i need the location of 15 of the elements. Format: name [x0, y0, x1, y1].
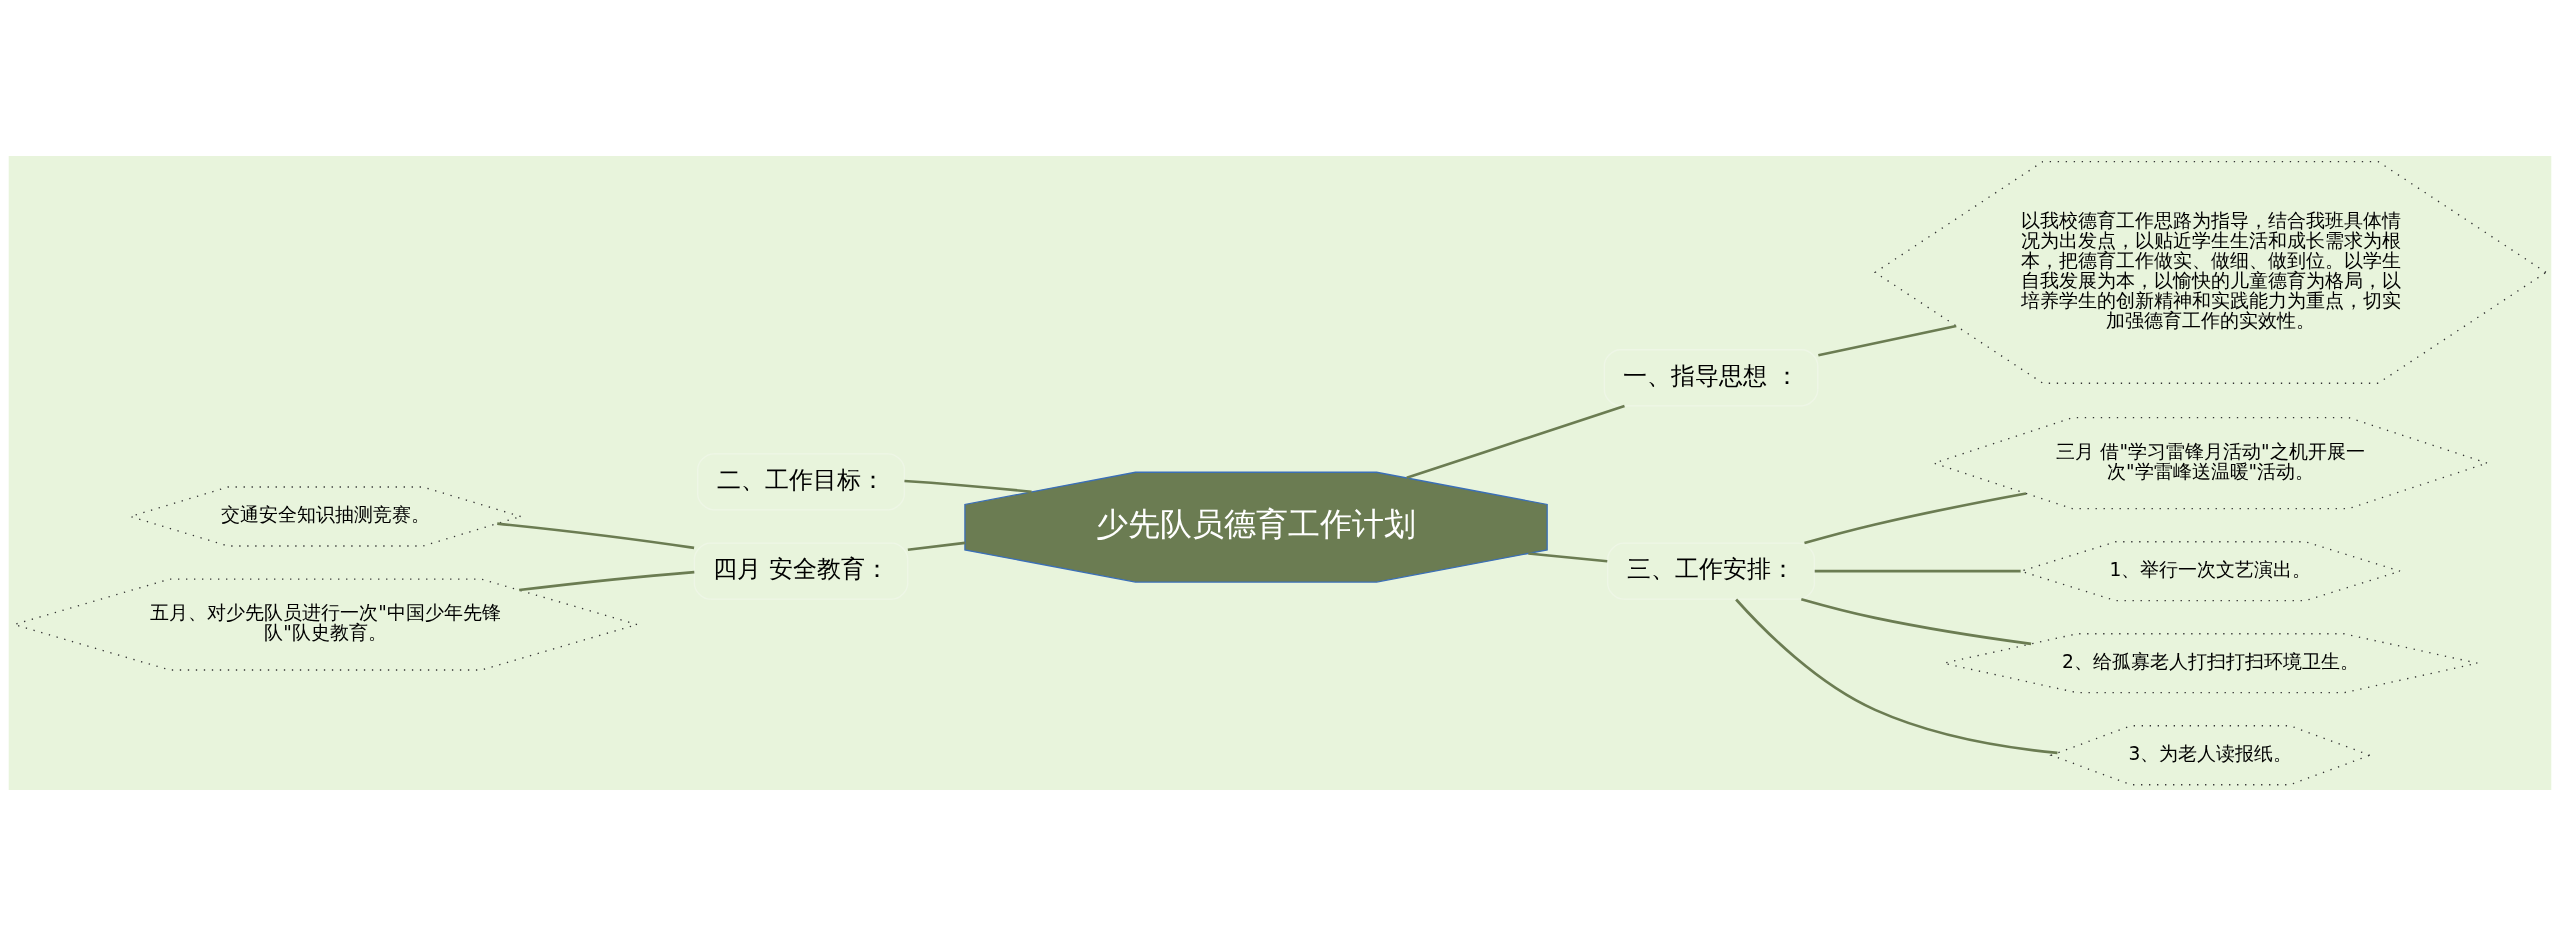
connector	[1406, 404, 1625, 480]
node-box: 四月 安全教育：	[693, 542, 909, 600]
connector	[904, 479, 1032, 494]
connector	[1818, 324, 1957, 357]
connector	[1735, 598, 2058, 755]
connector	[1800, 597, 2032, 646]
connector	[519, 570, 695, 592]
node-box: 三、工作安排：	[1607, 542, 1816, 600]
node-box: 二、工作目标：	[697, 453, 906, 511]
connector	[497, 522, 695, 550]
connector	[907, 541, 966, 552]
node-box: 一、指导思想 ：	[1603, 349, 1819, 407]
connector	[1814, 569, 2021, 573]
connector	[1528, 552, 1608, 563]
connector	[1804, 492, 2027, 545]
